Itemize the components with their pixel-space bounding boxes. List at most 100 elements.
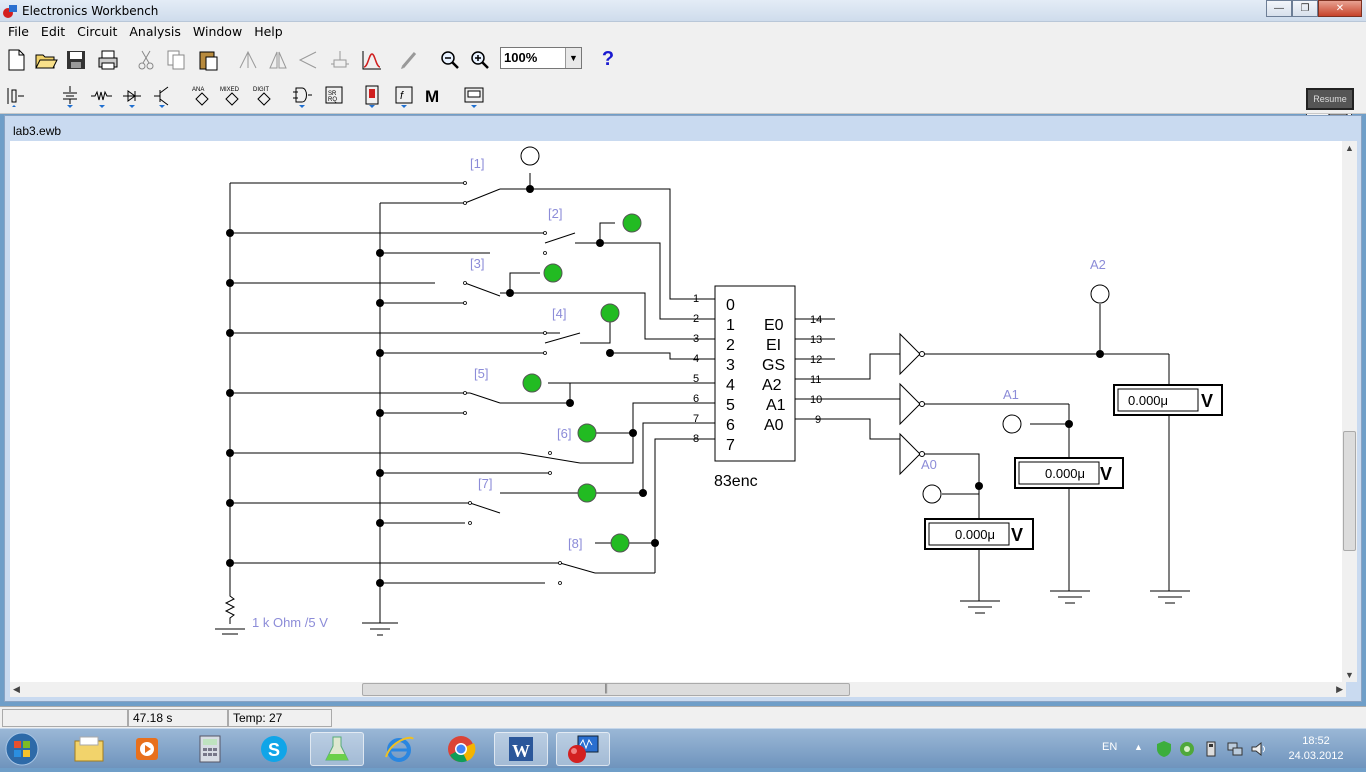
svg-text:W: W — [512, 741, 530, 761]
voltmeter-a2[interactable]: 0.000μ V — [1113, 384, 1223, 416]
logic-gates-bin-icon[interactable] — [288, 82, 316, 110]
flip-vertical-icon[interactable] — [294, 46, 322, 74]
encoder-input-1: 1 — [726, 317, 735, 334]
zoom-in-icon[interactable] — [466, 46, 494, 74]
pin-10: 10 — [810, 394, 822, 406]
zoom-select[interactable]: 100% ▼ — [500, 47, 582, 69]
instruments-bin-icon[interactable] — [460, 82, 488, 110]
menu-circuit[interactable]: Circuit — [77, 24, 118, 39]
taskbar-skype-icon[interactable]: S — [247, 732, 301, 766]
svg-text:S: S — [268, 740, 280, 760]
scroll-right-icon[interactable]: ▶ — [1336, 684, 1343, 694]
circuit-canvas[interactable]: [1] [2] [3] [4] [5] [6] [7] [8] 1 k Ohm … — [10, 141, 1346, 682]
taskbar-electronics-workbench-icon[interactable] — [556, 732, 610, 766]
minimize-button[interactable]: — — [1266, 0, 1292, 17]
horizontal-scroll-thumb[interactable]: ║ — [362, 683, 850, 696]
taskbar-explorer-icon[interactable] — [62, 732, 116, 766]
rotate-icon[interactable] — [234, 46, 262, 74]
scroll-up-icon[interactable]: ▲ — [1345, 143, 1354, 153]
miscellaneous-bin-icon[interactable]: M — [420, 82, 448, 110]
open-folder-icon[interactable] — [32, 46, 60, 74]
network-icon[interactable] — [1226, 740, 1244, 758]
component-properties-icon[interactable] — [326, 46, 354, 74]
print-icon[interactable] — [94, 46, 122, 74]
digital-ic-bin-icon[interactable]: DIGIT — [250, 82, 278, 110]
help-button[interactable]: ? — [601, 47, 615, 70]
taskbar-chrome-icon[interactable] — [434, 732, 488, 766]
taskbar-chemistry-app-icon[interactable] — [310, 732, 364, 766]
copy-icon[interactable] — [162, 46, 190, 74]
transistors-bin-icon[interactable] — [148, 82, 176, 110]
taskbar-clock[interactable]: 18:52 24.03.2012 — [1286, 734, 1346, 764]
title-bar: Electronics Workbench — ❐ ✕ — [0, 0, 1366, 22]
cut-icon[interactable] — [132, 46, 160, 74]
horizontal-scrollbar[interactable]: ◀ ║ ▶ — [10, 682, 1346, 697]
clock-time: 18:52 — [1302, 735, 1330, 747]
pin-6: 6 — [693, 393, 699, 405]
menu-file[interactable]: File — [8, 24, 29, 39]
led-2-icon — [622, 213, 642, 233]
analysis-graph-icon[interactable] — [358, 46, 386, 74]
basic-bin-icon[interactable] — [88, 82, 116, 110]
diodes-bin-icon[interactable] — [118, 82, 146, 110]
voltmeter-a0-unit: V — [1011, 525, 1023, 545]
pin-12: 12 — [810, 354, 822, 366]
zoom-out-icon[interactable] — [436, 46, 464, 74]
tray-app-icon[interactable] — [1178, 740, 1196, 758]
indicators-bin-icon[interactable] — [358, 82, 386, 110]
mixed-ic-bin-icon[interactable]: MIXED — [218, 82, 246, 110]
usb-device-icon[interactable] — [1202, 740, 1220, 758]
encoder-input-3: 3 — [726, 357, 735, 374]
encoder-output-a1: A1 — [766, 397, 786, 414]
menu-help[interactable]: Help — [254, 24, 283, 39]
analog-ic-bin-icon[interactable]: ANA — [188, 82, 216, 110]
new-file-icon[interactable] — [2, 46, 30, 74]
create-subcircuit-icon[interactable] — [396, 46, 424, 74]
status-bar: 47.18 s Temp: 27 — [0, 706, 1366, 728]
pin-5: 5 — [693, 373, 699, 385]
switch-label-4: [4] — [552, 306, 566, 321]
scroll-left-icon[interactable]: ◀ — [13, 684, 20, 694]
taskbar-word-icon[interactable]: W — [494, 732, 548, 766]
main-toolbar: 100% ▼ ? — [0, 42, 1366, 119]
taskbar-calculator-icon[interactable] — [183, 732, 237, 766]
vertical-scroll-thumb[interactable] — [1343, 431, 1356, 551]
switch-label-3: [3] — [470, 256, 484, 271]
probe-label-a0: A0 — [921, 457, 937, 472]
maximize-button[interactable]: ❐ — [1292, 0, 1318, 17]
encoder-input-5: 5 — [726, 397, 735, 414]
save-icon[interactable] — [62, 46, 90, 74]
encoder-input-6: 6 — [726, 417, 735, 434]
vertical-scrollbar[interactable]: ▲ ▼ — [1342, 141, 1357, 682]
menu-edit[interactable]: Edit — [40, 24, 66, 39]
volume-icon[interactable] — [1250, 740, 1268, 758]
voltmeter-a0[interactable]: 0.000μ V — [924, 518, 1034, 550]
switch-label-5: [5] — [474, 366, 488, 381]
sources-bin-icon[interactable] — [56, 82, 84, 110]
controls-bin-icon[interactable]: f — [390, 82, 418, 110]
encoder-name: 83enc — [714, 473, 758, 490]
close-button[interactable]: ✕ — [1318, 0, 1362, 17]
led-8-icon — [610, 533, 630, 553]
security-shield-icon[interactable] — [1155, 740, 1173, 758]
pin-8: 8 — [693, 433, 699, 445]
menu-bar: File Edit Circuit Analysis Window Help — [0, 22, 1366, 42]
show-hidden-icons-icon[interactable]: ▲ — [1134, 742, 1143, 752]
scroll-down-icon[interactable]: ▼ — [1345, 670, 1354, 680]
voltmeter-a1[interactable]: 0.000μ V — [1014, 457, 1124, 489]
menu-window[interactable]: Window — [192, 24, 243, 39]
favorites-bin-icon[interactable] — [2, 82, 30, 110]
resume-button[interactable]: Resume — [1306, 88, 1354, 110]
language-indicator[interactable]: EN — [1102, 741, 1118, 753]
led-3-icon — [543, 263, 563, 283]
paste-icon[interactable] — [194, 46, 222, 74]
menu-analysis[interactable]: Analysis — [129, 24, 181, 39]
encoder-output-ei: EI — [766, 337, 781, 354]
taskbar-media-player-icon[interactable] — [120, 732, 174, 766]
start-button[interactable] — [2, 731, 46, 767]
chevron-down-icon[interactable]: ▼ — [565, 48, 581, 68]
taskbar-internet-explorer-icon[interactable] — [372, 732, 426, 766]
flip-horizontal-icon[interactable] — [264, 46, 292, 74]
